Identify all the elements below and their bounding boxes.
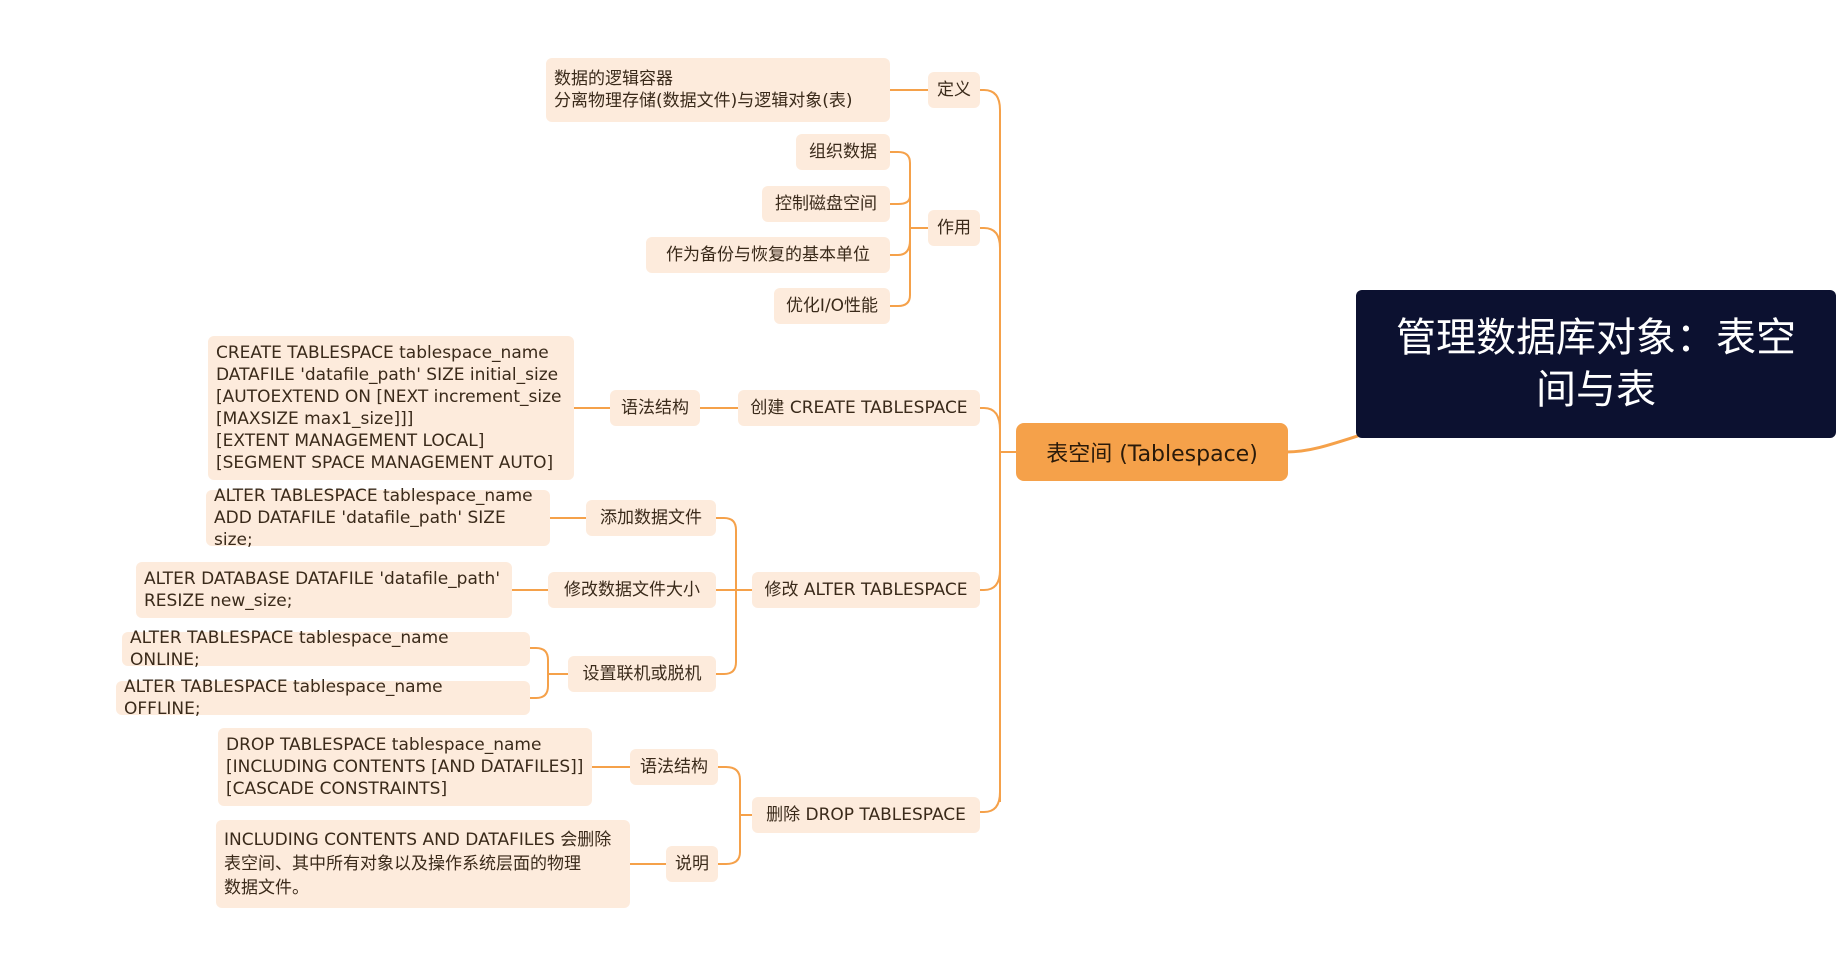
node-definition-text-label: 数据的逻辑容器 分离物理存储(数据文件)与逻辑对象(表) <box>554 69 853 111</box>
node-alter[interactable]: 修改 ALTER TABLESPACE <box>752 572 980 608</box>
root-topic[interactable]: 管理数据库对象：表空 间与表 <box>1356 290 1836 438</box>
node-drop-note-text[interactable]: INCLUDING CONTENTS AND DATAFILES 会删除 表空间… <box>216 820 630 908</box>
node-alter-online[interactable]: 设置联机或脱机 <box>568 656 716 692</box>
node-drop-syntax-label: 语法结构 <box>640 757 708 777</box>
node-drop[interactable]: 删除 DROP TABLESPACE <box>752 797 980 833</box>
node-alter-add-label: 添加数据文件 <box>600 508 702 528</box>
node-create[interactable]: 创建 CREATE TABLESPACE <box>738 390 980 426</box>
node-drop-label: 删除 DROP TABLESPACE <box>766 805 966 825</box>
node-drop-code[interactable]: DROP TABLESPACE tablespace_name [INCLUDI… <box>218 728 592 806</box>
node-alter-add-code-label: ALTER TABLESPACE tablespace_name ADD DAT… <box>214 486 533 550</box>
node-alter-online-code[interactable]: ALTER TABLESPACE tablespace_name ONLINE; <box>122 628 530 670</box>
node-alter-label: 修改 ALTER TABLESPACE <box>764 580 968 600</box>
node-drop-syntax[interactable]: 语法结构 <box>630 749 718 785</box>
node-purpose-disk[interactable]: 控制磁盘空间 <box>762 186 890 222</box>
node-purpose-organize[interactable]: 组织数据 <box>796 134 890 170</box>
node-definition[interactable]: 定义 <box>928 72 980 108</box>
node-create-syntax-label: 语法结构 <box>621 398 689 418</box>
node-create-code[interactable]: CREATE TABLESPACE tablespace_name DATAFI… <box>208 336 574 480</box>
node-purpose-backup[interactable]: 作为备份与恢复的基本单位 <box>646 237 890 273</box>
node-drop-note-text-label: INCLUDING CONTENTS AND DATAFILES 会删除 表空间… <box>224 830 612 898</box>
node-purpose-io[interactable]: 优化I/O性能 <box>774 288 890 324</box>
node-create-syntax[interactable]: 语法结构 <box>610 390 700 426</box>
node-drop-note[interactable]: 说明 <box>666 846 718 882</box>
node-definition-text[interactable]: 数据的逻辑容器 分离物理存储(数据文件)与逻辑对象(表) <box>546 58 890 122</box>
branch-tablespace-label: 表空间 (Tablespace) <box>1046 442 1258 467</box>
node-purpose-disk-label: 控制磁盘空间 <box>775 194 877 214</box>
node-drop-note-label: 说明 <box>675 854 709 874</box>
node-alter-resize-code-label: ALTER DATABASE DATAFILE 'datafile_path' … <box>144 569 501 611</box>
node-alter-online-code-label: ALTER TABLESPACE tablespace_name ONLINE; <box>130 628 449 670</box>
node-purpose-organize-label: 组织数据 <box>809 142 877 162</box>
node-create-code-label: CREATE TABLESPACE tablespace_name DATAFI… <box>216 343 562 473</box>
node-alter-resize[interactable]: 修改数据文件大小 <box>548 572 716 608</box>
node-create-label: 创建 CREATE TABLESPACE <box>750 398 968 418</box>
root-topic-label: 管理数据库对象：表空 间与表 <box>1396 315 1796 413</box>
node-purpose-io-label: 优化I/O性能 <box>785 296 879 316</box>
node-purpose-backup-label: 作为备份与恢复的基本单位 <box>666 245 870 265</box>
node-purpose[interactable]: 作用 <box>928 210 980 246</box>
node-alter-online-label: 设置联机或脱机 <box>582 664 702 684</box>
node-definition-label: 定义 <box>937 80 971 100</box>
node-alter-resize-label: 修改数据文件大小 <box>564 580 700 600</box>
node-alter-resize-code[interactable]: ALTER DATABASE DATAFILE 'datafile_path' … <box>136 562 512 618</box>
node-alter-offline-code[interactable]: ALTER TABLESPACE tablespace_name OFFLINE… <box>116 677 530 719</box>
node-purpose-label: 作用 <box>937 218 971 238</box>
node-alter-offline-code-label: ALTER TABLESPACE tablespace_name OFFLINE… <box>124 677 443 719</box>
node-drop-code-label: DROP TABLESPACE tablespace_name [INCLUDI… <box>226 735 584 799</box>
branch-tablespace[interactable]: 表空间 (Tablespace) <box>1016 423 1288 481</box>
node-alter-add-code[interactable]: ALTER TABLESPACE tablespace_name ADD DAT… <box>206 486 550 550</box>
node-alter-add[interactable]: 添加数据文件 <box>586 500 716 536</box>
